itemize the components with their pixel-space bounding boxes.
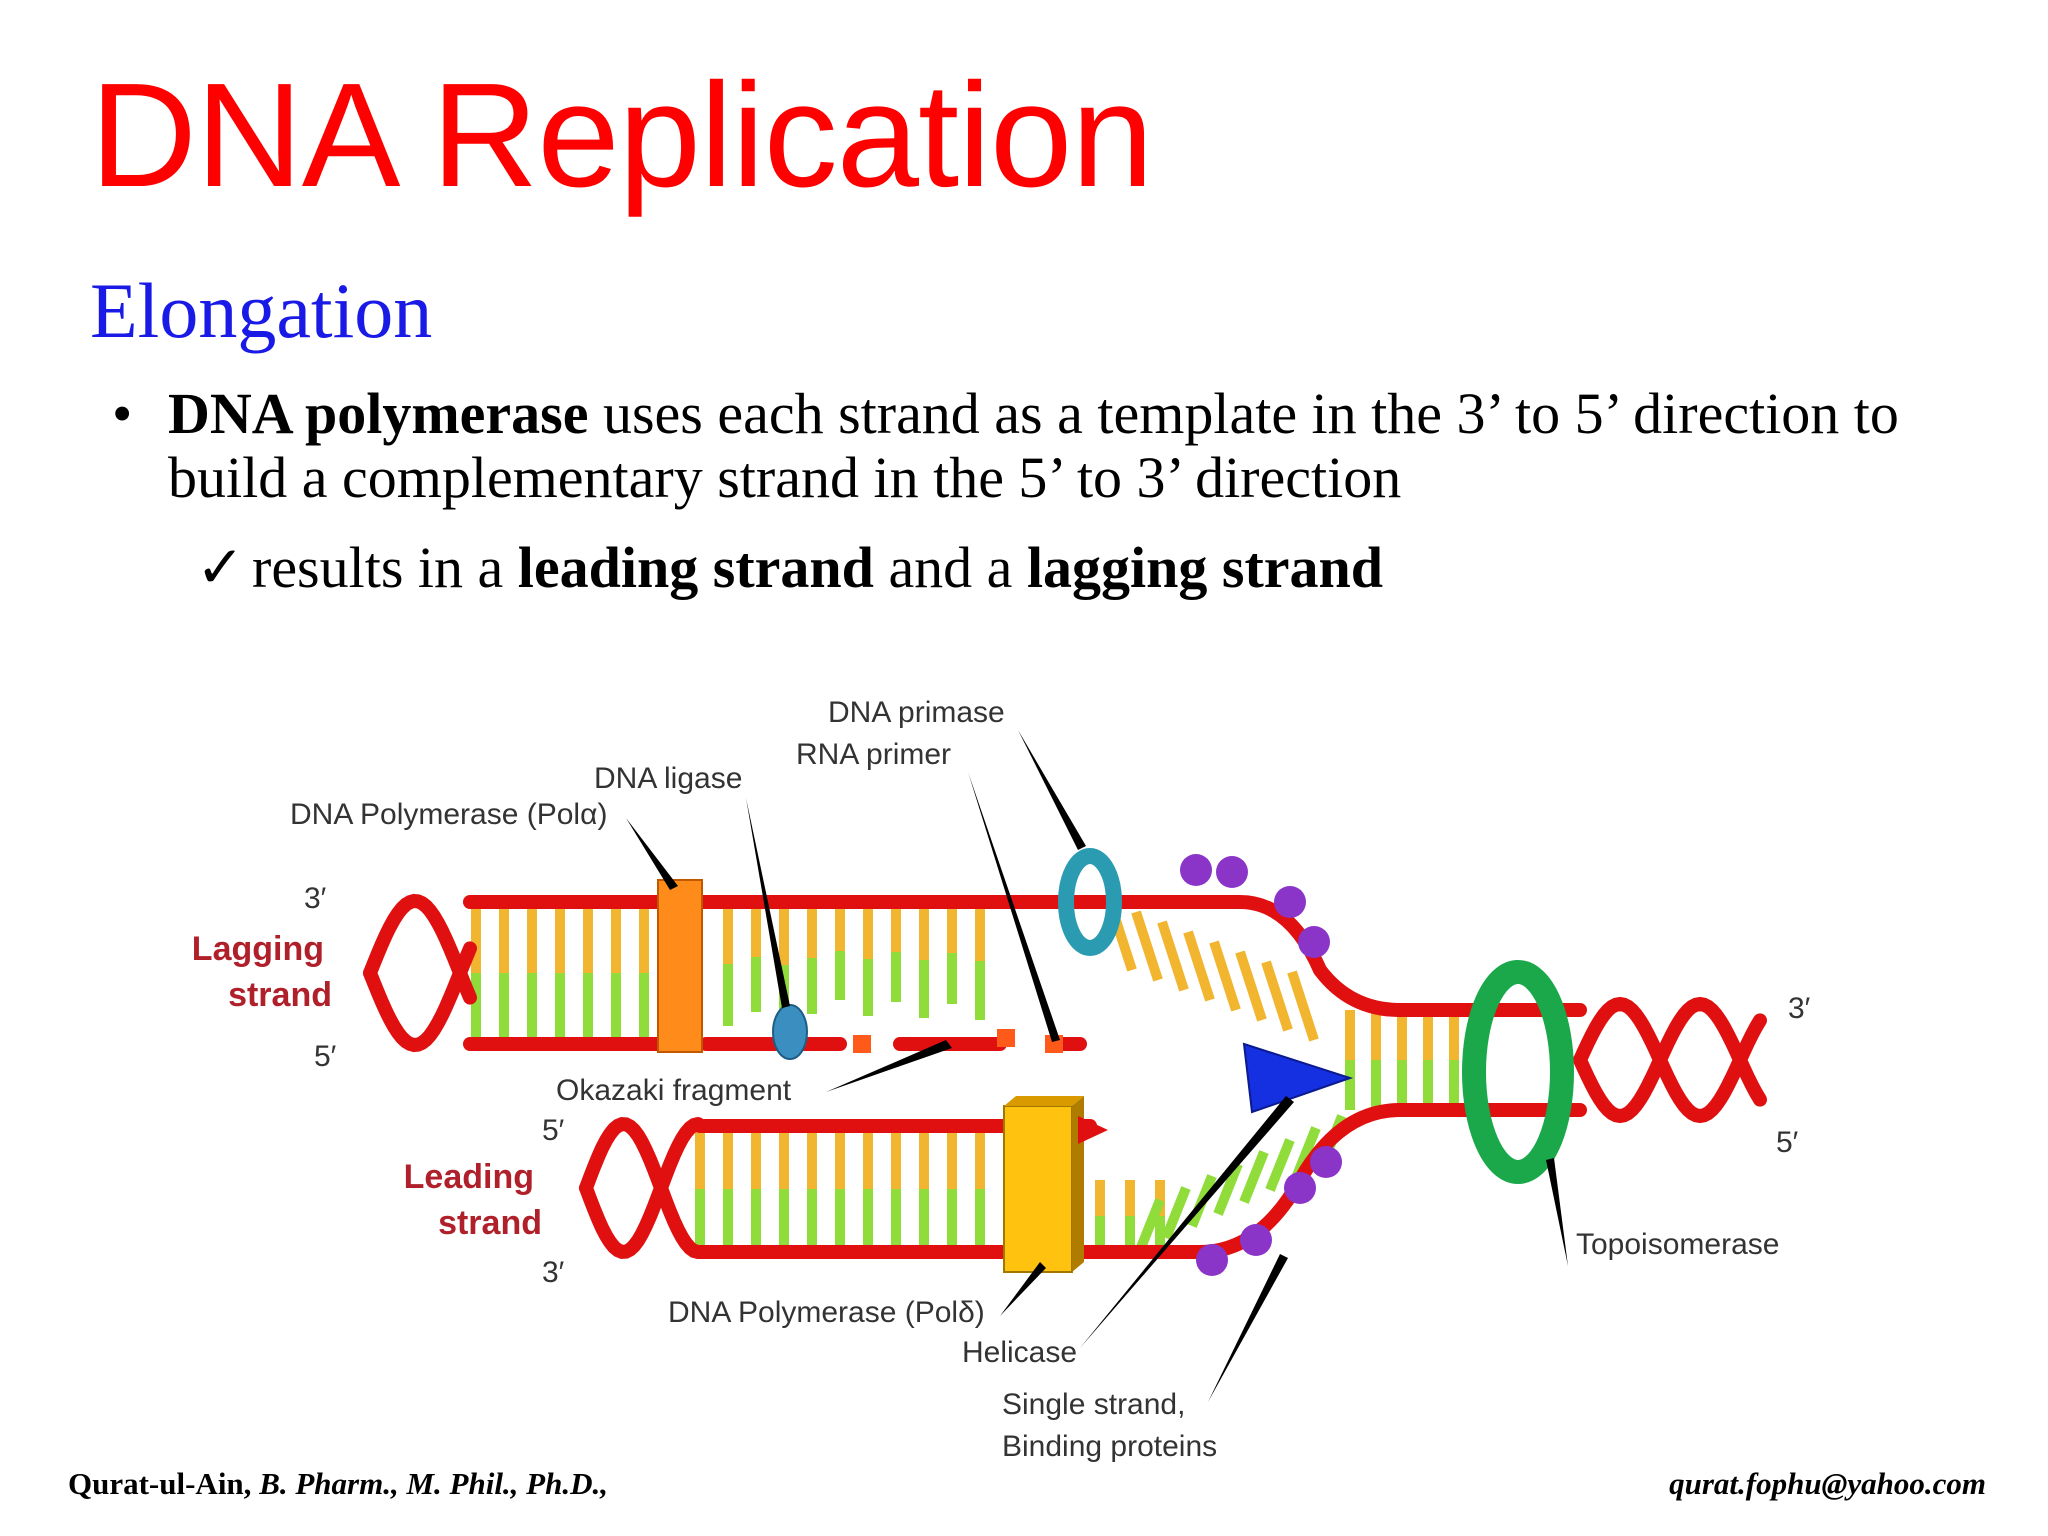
footer-email: qurat.fophu@yahoo.com — [1669, 1466, 1986, 1501]
strand-backbone — [463, 895, 1587, 1017]
single-strand-base — [1135, 1198, 1165, 1252]
single-strand-base — [1235, 950, 1267, 1022]
single-strand-base — [1131, 910, 1163, 982]
label-right-3: 3′ — [1788, 992, 1811, 1025]
label-pol-delta: DNA Polymerase (Polδ) — [668, 1296, 985, 1329]
single-strand-base — [1209, 940, 1241, 1012]
topoisomerase — [1462, 960, 1574, 1184]
single-strand-base — [1157, 920, 1189, 992]
helix-backbone — [1573, 996, 1767, 1124]
pointer-topo — [1546, 1158, 1568, 1266]
label-leading-5: 5′ — [542, 1114, 565, 1147]
bullet-body: uses each strand as a template in the 3’… — [168, 381, 1899, 510]
sub-bullet-mid: and a — [873, 535, 1027, 600]
leading-arrow-head — [1078, 1116, 1108, 1144]
single-strand-base — [1213, 1162, 1243, 1216]
label-rna-primer: RNA primer — [796, 738, 951, 771]
dna-primase — [1058, 848, 1122, 956]
lagging-strand-term: lagging strand — [1026, 535, 1384, 600]
rna-primer — [853, 1035, 871, 1053]
ssb-protein — [1310, 1146, 1342, 1178]
pointer-helicase — [1080, 1096, 1294, 1348]
pointer-primase — [1018, 730, 1086, 850]
bullet-strong: DNA polymerase — [168, 381, 589, 446]
helix-backbone — [1573, 996, 1767, 1124]
label-lagging-3: 3′ — [304, 882, 327, 915]
label-leading-1: Leading — [404, 1158, 534, 1196]
label-ssb-2: Binding proteins — [1002, 1430, 1217, 1463]
label-pol-alpha: DNA Polymerase (Polα) — [290, 798, 607, 831]
polymerase-delta-top — [1004, 1096, 1084, 1106]
polymerase-alpha — [657, 879, 703, 1053]
helix-backbone — [579, 1117, 705, 1260]
ssb-protein — [1180, 854, 1212, 886]
rna-primers — [853, 1029, 1063, 1053]
dna-ligase — [772, 1004, 808, 1060]
label-topoisomerase: Topoisomerase — [1576, 1228, 1779, 1261]
diagram-labels: DNA primase RNA primer DNA ligase DNA Po… — [290, 696, 1811, 1463]
polymerase-delta — [1003, 1105, 1073, 1273]
slide-title: DNA Replication — [90, 53, 1154, 218]
pointer-pol-delta — [1000, 1262, 1046, 1316]
footer-author: Qurat-ul-Ain, B. Pharm., M. Phil., Ph.D.… — [68, 1466, 608, 1502]
leading-strand-term: leading strand — [517, 535, 874, 600]
ssb-protein — [1284, 1172, 1316, 1204]
helix-backbone — [363, 941, 477, 1053]
replication-fork-diagram: DNA primase RNA primer DNA ligase DNA Po… — [192, 696, 1811, 1463]
pointer-primer — [968, 772, 1060, 1042]
label-right-5: 5′ — [1776, 1126, 1799, 1159]
helicase — [1242, 1042, 1354, 1114]
strand-labels: Lagging strand Leading strand — [192, 930, 542, 1242]
label-dna-primase: DNA primase — [828, 696, 1005, 729]
ssb-protein — [1298, 926, 1330, 958]
bullet-text: DNA polymerase uses each strand as a tem… — [168, 382, 2028, 510]
label-okazaki: Okazaki fragment — [556, 1074, 792, 1107]
single-strand-base — [1239, 1150, 1269, 1204]
single-strand-base — [1261, 960, 1293, 1032]
single-strand-base — [1183, 930, 1215, 1002]
ssb-protein — [1216, 856, 1248, 888]
label-leading-3: 3′ — [542, 1256, 565, 1289]
pointer-ligase — [746, 798, 790, 1008]
base-pairs — [471, 900, 1459, 1252]
slide-subtitle: Elongation — [90, 267, 433, 354]
pointer-okazaki — [826, 1040, 952, 1092]
label-leading-2: strand — [438, 1204, 542, 1242]
helix-backbone — [363, 893, 477, 1005]
pointer-ssb — [1208, 1254, 1288, 1402]
helix-backbone — [579, 1116, 705, 1259]
pointer-pol-alpha — [626, 818, 678, 890]
callout-pointers — [626, 730, 1568, 1402]
single-strand-base — [1287, 970, 1319, 1042]
ssb-protein — [1274, 886, 1306, 918]
rna-primer — [997, 1029, 1015, 1047]
bullet-marker: • — [112, 381, 133, 446]
label-lagging-5: 5′ — [314, 1040, 337, 1073]
label-lagging-1: Lagging — [192, 930, 324, 968]
sub-bullet: ✓results in a leading strand and a laggi… — [196, 536, 1383, 600]
author-name: Qurat-ul-Ain, — [68, 1466, 260, 1501]
label-lagging-2: strand — [228, 976, 332, 1014]
label-ssb-1: Single strand, — [1002, 1388, 1185, 1421]
author-credentials: B. Pharm., M. Phil., Ph.D., — [259, 1466, 608, 1501]
ssb-proteins — [1180, 854, 1342, 1276]
single-strand-base — [1161, 1186, 1191, 1240]
proteins — [657, 848, 1574, 1276]
single-strand-base — [1265, 1138, 1295, 1192]
ssb-protein — [1240, 1224, 1272, 1256]
label-dna-ligase: DNA ligase — [594, 762, 742, 795]
dna-backbones — [363, 893, 1767, 1260]
sub-bullet-pre: results in a — [252, 535, 518, 600]
label-helicase: Helicase — [962, 1336, 1077, 1369]
ssb-protein — [1196, 1244, 1228, 1276]
checkmark-icon: ✓ — [196, 535, 245, 600]
